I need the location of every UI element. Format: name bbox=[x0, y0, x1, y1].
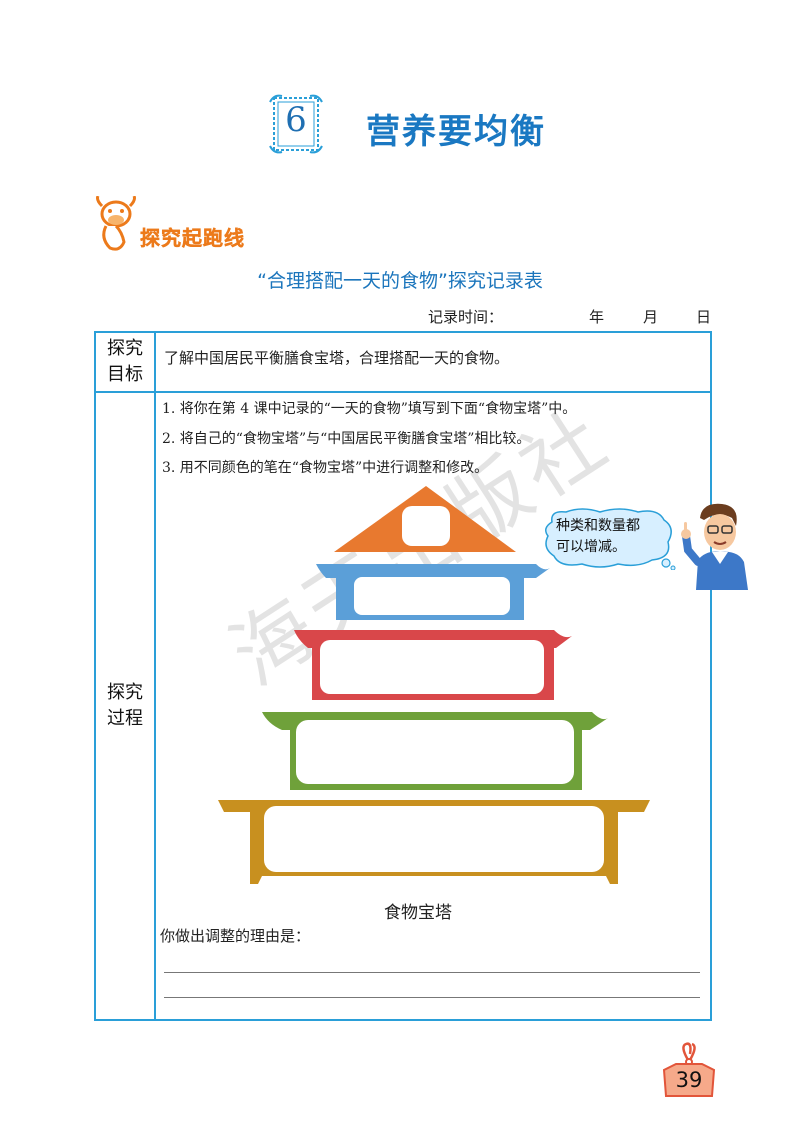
process-header-line2: 过程 bbox=[107, 708, 143, 729]
speech-line-1: 种类和数量都 bbox=[556, 518, 640, 534]
answer-line bbox=[164, 997, 700, 998]
lesson-number-badge bbox=[269, 94, 323, 154]
step-2: 2. 将自己的“食物宝塔”与“中国居民平衡膳食宝塔”相比较。 bbox=[162, 431, 531, 447]
lesson-number: 6 bbox=[285, 100, 307, 140]
pyramid-top-tier bbox=[334, 486, 516, 552]
process-row-header: 探究 过程 bbox=[96, 680, 154, 732]
reason-label: 你做出调整的理由是： bbox=[160, 927, 311, 945]
pyramid-tier-4 bbox=[262, 712, 608, 790]
pyramid-base-tier bbox=[218, 800, 650, 884]
day-label: 日 bbox=[696, 308, 712, 326]
speech-line-2: 可以增减。 bbox=[556, 539, 626, 555]
column-divider bbox=[154, 331, 156, 1021]
cow-mascot-icon bbox=[96, 196, 136, 251]
goal-text: 了解中国居民平衡膳食宝塔，合理搭配一天的食物。 bbox=[164, 349, 510, 367]
pyramid-tier-3 bbox=[294, 630, 572, 700]
step-3: 3. 用不同颜色的笔在“食物宝塔”中进行调整和修改。 bbox=[162, 460, 489, 476]
month-label: 月 bbox=[643, 308, 659, 326]
teacher-illustration bbox=[681, 503, 748, 590]
section-label: 探究起跑线 bbox=[140, 226, 245, 250]
year-label: 年 bbox=[589, 308, 605, 326]
step-1: 1. 将你在第 4 课中记录的“一天的食物”填写到下面“食物宝塔”中。 bbox=[162, 401, 577, 417]
record-table bbox=[94, 331, 712, 1021]
page-number: 39 bbox=[675, 1068, 703, 1092]
goal-row-header: 探究 目标 bbox=[96, 336, 154, 388]
food-pyramid bbox=[218, 486, 650, 884]
goal-header-line1: 探究 bbox=[107, 338, 143, 359]
record-time-label: 记录时间： bbox=[428, 308, 504, 326]
speech-bubble bbox=[545, 508, 676, 570]
goal-header-line2: 目标 bbox=[107, 364, 143, 385]
pyramid-tier-2 bbox=[316, 564, 550, 620]
process-header-line1: 探究 bbox=[107, 682, 143, 703]
table-title: “合理搭配一天的食物”探究记录表 bbox=[257, 270, 543, 292]
answer-line bbox=[164, 972, 700, 973]
row-divider bbox=[94, 391, 712, 393]
page-number-tag bbox=[662, 1042, 716, 1097]
lesson-title: 营养要均衡 bbox=[366, 112, 546, 152]
speech-bubble-text: 种类和数量都 可以增减。 bbox=[556, 516, 640, 558]
pyramid-caption: 食物宝塔 bbox=[384, 903, 452, 923]
